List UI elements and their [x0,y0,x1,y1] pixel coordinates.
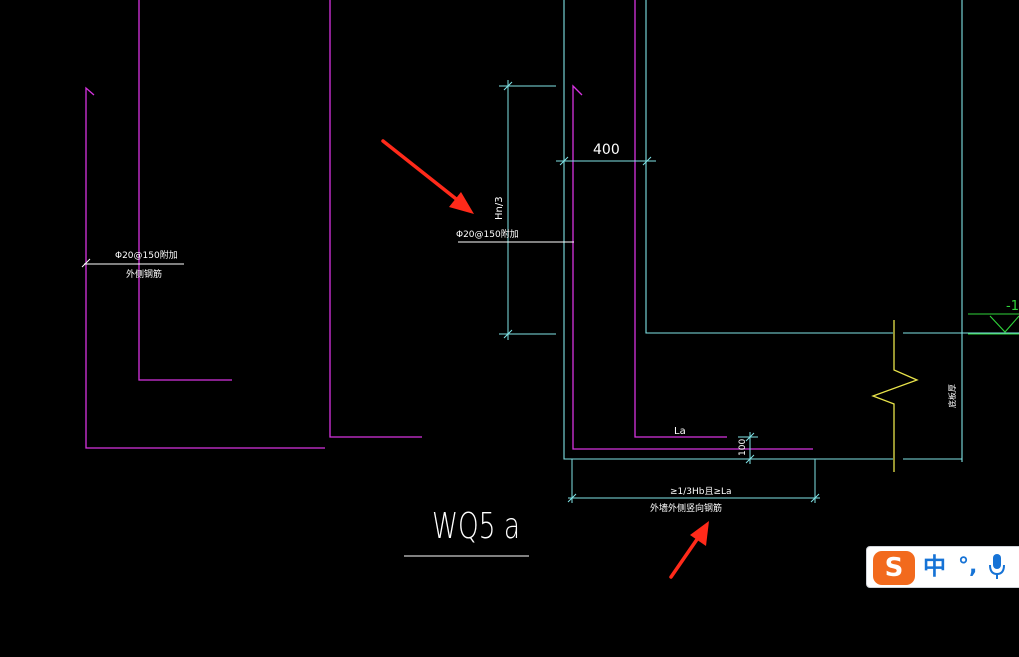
concrete-outline [563,0,1019,462]
level-value: -1 [1006,299,1019,314]
rebar-lines-left [85,0,422,449]
ime-logo-glyph: S [884,552,904,583]
rebar-mid-bar [329,0,422,438]
break-line [871,320,919,472]
mid-rebar-spec: Φ20@150附加 [456,228,519,240]
wall-outer-edge [563,0,893,460]
dim-400 [556,156,656,166]
ime-mode-toggle[interactable]: 中 [923,553,946,580]
level-mark: -1 [968,299,1019,335]
rebar-wall-inner [634,0,727,438]
red-arrow-upper [381,139,474,214]
dim-right-vertical: 底板厚 [947,384,957,408]
dim-100 [738,432,758,464]
ime-logo-icon[interactable]: S [873,550,915,585]
rebar-inner-bar [138,0,232,381]
rebar-outer-bar [85,86,325,449]
left-rebar-spec: Φ20@150附加 [115,249,178,261]
dim-bottom [567,459,820,503]
dim-bottom-label: ≥1/3Hb且≥La [670,486,732,497]
left-rebar-desc: 外侧钢筋 [126,268,162,280]
dim-hn-label: Hn/3 [494,196,505,220]
dim-bottom-note: 外墙外侧竖向钢筋 [650,502,722,514]
ime-punct-toggle[interactable]: °, [958,554,978,579]
rebar-wall-outer [572,84,813,450]
dim-100-label: 100 [738,439,748,456]
ime-toolbar[interactable]: S 中 °, [866,546,1019,588]
microphone-icon[interactable] [987,552,1007,582]
mid-rebar-annotation: Φ20@150附加 [456,228,574,243]
left-rebar-annotation: Φ20@150附加 外侧钢筋 [81,249,184,280]
dim-hn [499,80,556,340]
dim-la-label: La [674,426,686,437]
red-arrow-lower [669,521,709,579]
dim-400-label: 400 [593,142,620,158]
drawing-title: WQ5 a [432,506,520,547]
wall-inner-edge [645,0,893,334]
rebar-lines-right [572,0,813,450]
